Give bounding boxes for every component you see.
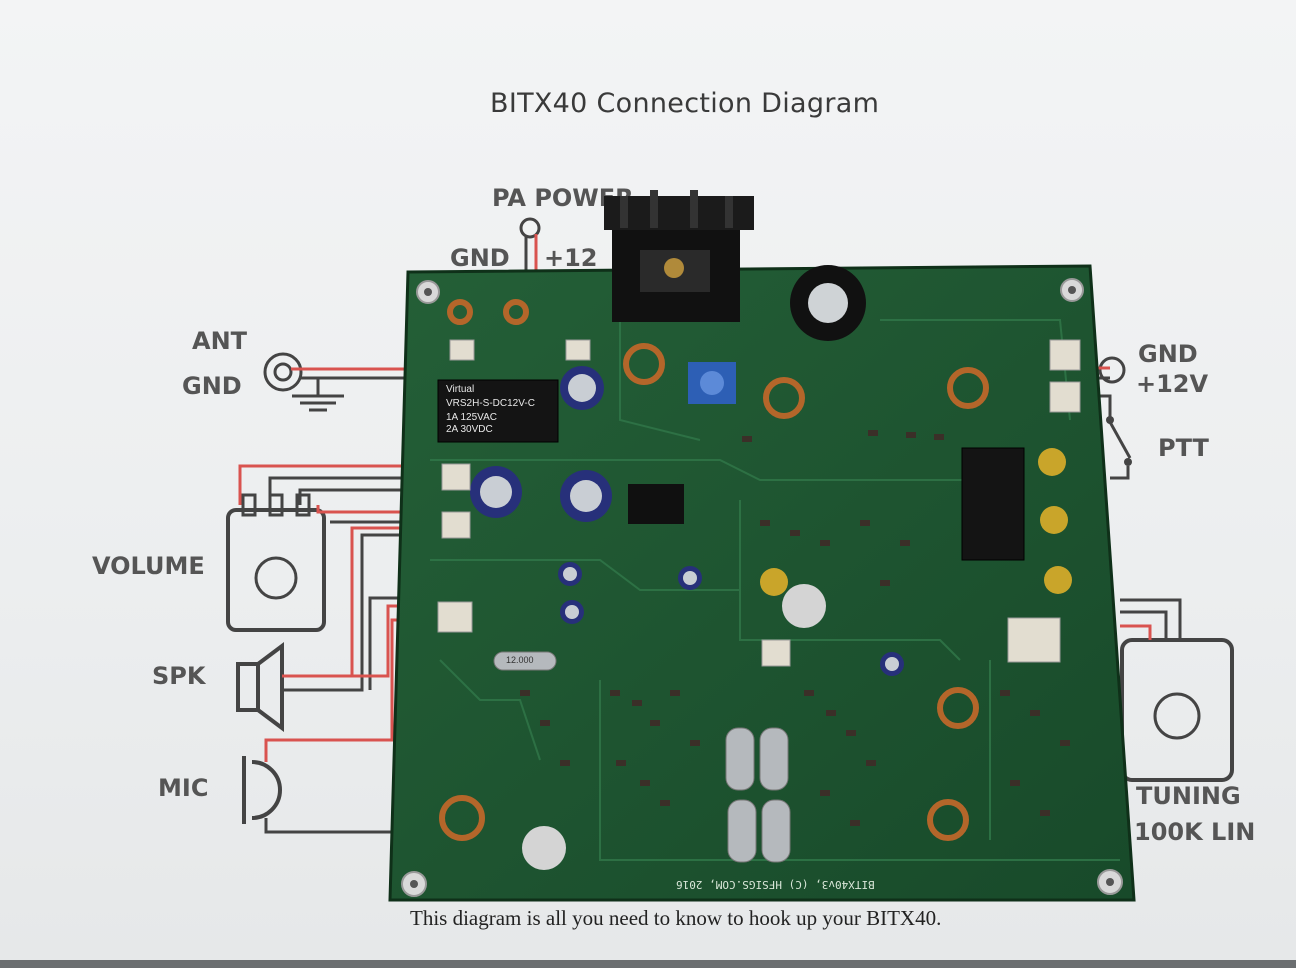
footer-note: This diagram is all you need to know to …: [410, 906, 942, 930]
spk-label: SPK: [152, 662, 206, 690]
power-gnd-label: GND: [1138, 340, 1198, 368]
ant-label: ANT: [192, 327, 248, 355]
tuning-label: TUNING: [1136, 782, 1241, 810]
speaker-symbol: [236, 662, 260, 712]
volume-label: VOLUME: [92, 552, 205, 580]
plus12v-label: +12V: [1136, 370, 1209, 398]
relay-rating-1: 1A 125VAC: [446, 412, 497, 423]
pa-power-jack-symbol: [519, 217, 541, 239]
transistor-heatsink: [790, 265, 866, 341]
power-jack-symbol: [1098, 356, 1126, 384]
relay-model: VRS2H-S-DC12V-C: [446, 398, 535, 409]
relay-rating-2: 2A 30VDC: [446, 424, 493, 435]
ptt-switch-symbol: [1108, 421, 1132, 459]
crystals: [493, 651, 791, 863]
electrolytic-capacitors: [470, 366, 904, 676]
relay-left: [437, 379, 559, 443]
toroid-inductors: [439, 299, 989, 841]
variable-capacitors: [760, 448, 1072, 596]
heatsink: [604, 190, 754, 322]
pa-plus12-label: +12: [544, 244, 598, 272]
pa-gnd-label: GND: [450, 244, 510, 272]
mounting-holes: [401, 278, 1123, 897]
mic-label: MIC: [158, 774, 209, 802]
antenna-connector-symbol: [263, 352, 303, 392]
pcb-traces: [430, 300, 1120, 861]
bottom-edge: [0, 960, 1296, 968]
trimmer-pots: [522, 362, 826, 870]
connectors: [437, 339, 1081, 667]
crystal-marking: 12.000: [506, 655, 534, 665]
relay-right: [961, 447, 1025, 561]
volume-pot-symbol: [226, 508, 326, 632]
board-silkscreen: BITX40v3, (C) HFSIGS.COM, 2016: [676, 878, 875, 891]
ptt-label: PTT: [1158, 434, 1209, 462]
diagram-title: BITX40 Connection Diagram: [490, 88, 880, 119]
smd-components: [520, 430, 1070, 826]
tuning-sub-label: 100K LIN: [1134, 818, 1256, 846]
ant-gnd-label: GND: [182, 372, 242, 400]
relay-brand: Virtual: [446, 384, 475, 395]
ic-chip: [628, 484, 684, 524]
